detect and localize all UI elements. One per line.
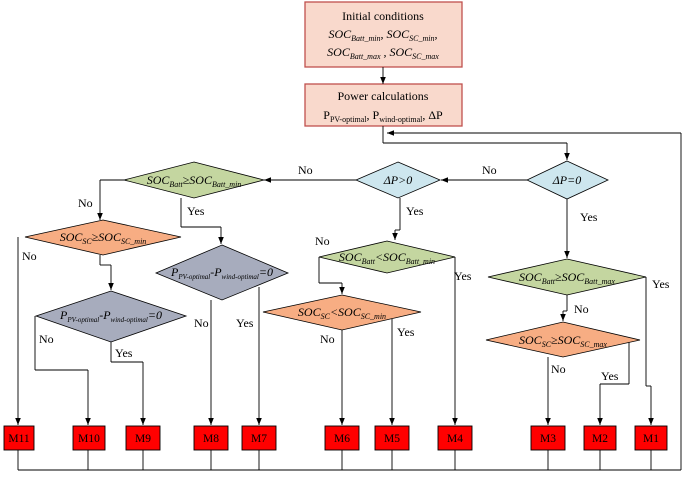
no-label: No xyxy=(78,196,93,210)
no-label: No xyxy=(320,332,335,346)
power-calculations-line: PPV-optimal, Pwind-optimal, ΔP xyxy=(323,108,443,124)
mode-box-m9: M9 xyxy=(125,425,161,451)
power-calculations-title: Power calculations xyxy=(338,89,429,103)
connectors xyxy=(15,67,682,471)
branch-labels: No No No Yes No No Yes No Yes Yes No Yes… xyxy=(22,163,670,383)
mode-label-m11: M11 xyxy=(8,433,30,445)
yes-label: Yes xyxy=(397,325,415,339)
decision-sc-lt-min: SOCSC<SOCSC_min xyxy=(262,294,422,331)
mode-box-m11: M11 xyxy=(3,425,35,451)
yes-label: Yes xyxy=(652,277,670,291)
yes-label: Yes xyxy=(236,316,254,330)
mode-label-m7: M7 xyxy=(251,433,267,445)
no-label: No xyxy=(298,163,313,177)
decision-pv-wind-eq-0-left-label: PPV-optimal-Pwind-optimal=0 xyxy=(59,308,162,324)
decision-dp-eq-0: ΔP=0 xyxy=(526,160,609,200)
decision-pv-wind-eq-0-right-label: PPV-optimal-Pwind-optimal=0 xyxy=(170,265,273,281)
decision-batt-ge-max: SOCBatt≥SOCBatt_max xyxy=(487,258,647,296)
decision-sc-ge-max-label: SOCSC≥SOCSC_max xyxy=(519,333,607,349)
decision-batt-ge-max-label: SOCBatt≥SOCBatt_max xyxy=(519,270,615,286)
mode-label-m2: M2 xyxy=(592,433,608,445)
decision-sc-ge-max: SOCSC≥SOCSC_max xyxy=(485,321,641,358)
mode-label-m4: M4 xyxy=(447,433,463,445)
no-label: No xyxy=(315,234,330,248)
no-label: No xyxy=(194,316,209,330)
decision-dp-eq-0-label: ΔP=0 xyxy=(552,173,581,187)
decision-dp-gt-0-label: ΔP>0 xyxy=(383,173,412,187)
mode-label-m1: M1 xyxy=(643,433,659,445)
no-label: No xyxy=(22,249,37,263)
decision-dp-gt-0: ΔP>0 xyxy=(354,161,442,199)
decision-pv-wind-eq-0-right: PPV-optimal-Pwind-optimal=0 xyxy=(154,244,290,301)
decision-batt-lt-min-label: SOCBatt<SOCBatt_min xyxy=(339,250,435,266)
initial-conditions-title: Initial conditions xyxy=(342,9,424,23)
initial-conditions-line1: SOCBatt_min, SOCSC_min, xyxy=(328,27,437,43)
yes-label: Yes xyxy=(115,346,133,360)
decision-batt-ge-min-label: SOCBatt≥SOCBatt_min xyxy=(147,173,242,189)
mode-box-m8: M8 xyxy=(193,425,229,451)
yes-label: Yes xyxy=(454,269,472,283)
power-calculations-box: Power calculations PPV-optimal, Pwind-op… xyxy=(304,83,463,127)
no-label: No xyxy=(482,163,497,177)
initial-conditions-line2: SOCBatt_max , SOCSC_max xyxy=(327,45,439,61)
decision-sc-lt-min-label: SOCSC<SOCSC_min xyxy=(298,305,386,321)
decision-batt-ge-min: SOCBatt≥SOCBatt_min xyxy=(123,161,265,199)
mode-box-m5: M5 xyxy=(374,425,410,451)
no-label: No xyxy=(39,332,54,346)
no-label: No xyxy=(551,362,566,376)
decision-sc-ge-min: SOCSC≥SOCSC_min xyxy=(24,219,182,256)
mode-label-m5: M5 xyxy=(384,433,400,445)
mode-label-m9: M9 xyxy=(135,433,151,445)
mode-label-m6: M6 xyxy=(334,433,350,445)
mode-label-m8: M8 xyxy=(203,433,219,445)
mode-box-m10: M10 xyxy=(72,425,106,451)
mode-box-m7: M7 xyxy=(241,425,277,451)
no-label: No xyxy=(574,302,589,316)
decision-pv-wind-eq-0-left: PPV-optimal-Pwind-optimal=0 xyxy=(34,290,188,343)
initial-conditions-box: Initial conditions SOCBatt_min, SOCSC_mi… xyxy=(304,1,463,68)
mode-label-m3: M3 xyxy=(540,433,556,445)
mode-box-m6: M6 xyxy=(324,425,360,451)
mode-boxes: M11 M10 M9 M8 M7 M6 M5 M4 xyxy=(3,425,668,451)
yes-label: Yes xyxy=(187,204,205,218)
mode-label-m10: M10 xyxy=(78,433,100,445)
mode-box-m3: M3 xyxy=(530,425,566,451)
mode-box-m1: M1 xyxy=(634,425,668,451)
decision-sc-ge-min-label: SOCSC≥SOCSC_min xyxy=(60,230,147,246)
mode-box-m4: M4 xyxy=(437,425,473,451)
mode-box-m2: M2 xyxy=(583,425,617,451)
yes-label: Yes xyxy=(601,369,619,383)
yes-label: Yes xyxy=(580,210,598,224)
decision-batt-lt-min: SOCBatt<SOCBatt_min xyxy=(318,240,456,274)
yes-label: Yes xyxy=(406,204,424,218)
